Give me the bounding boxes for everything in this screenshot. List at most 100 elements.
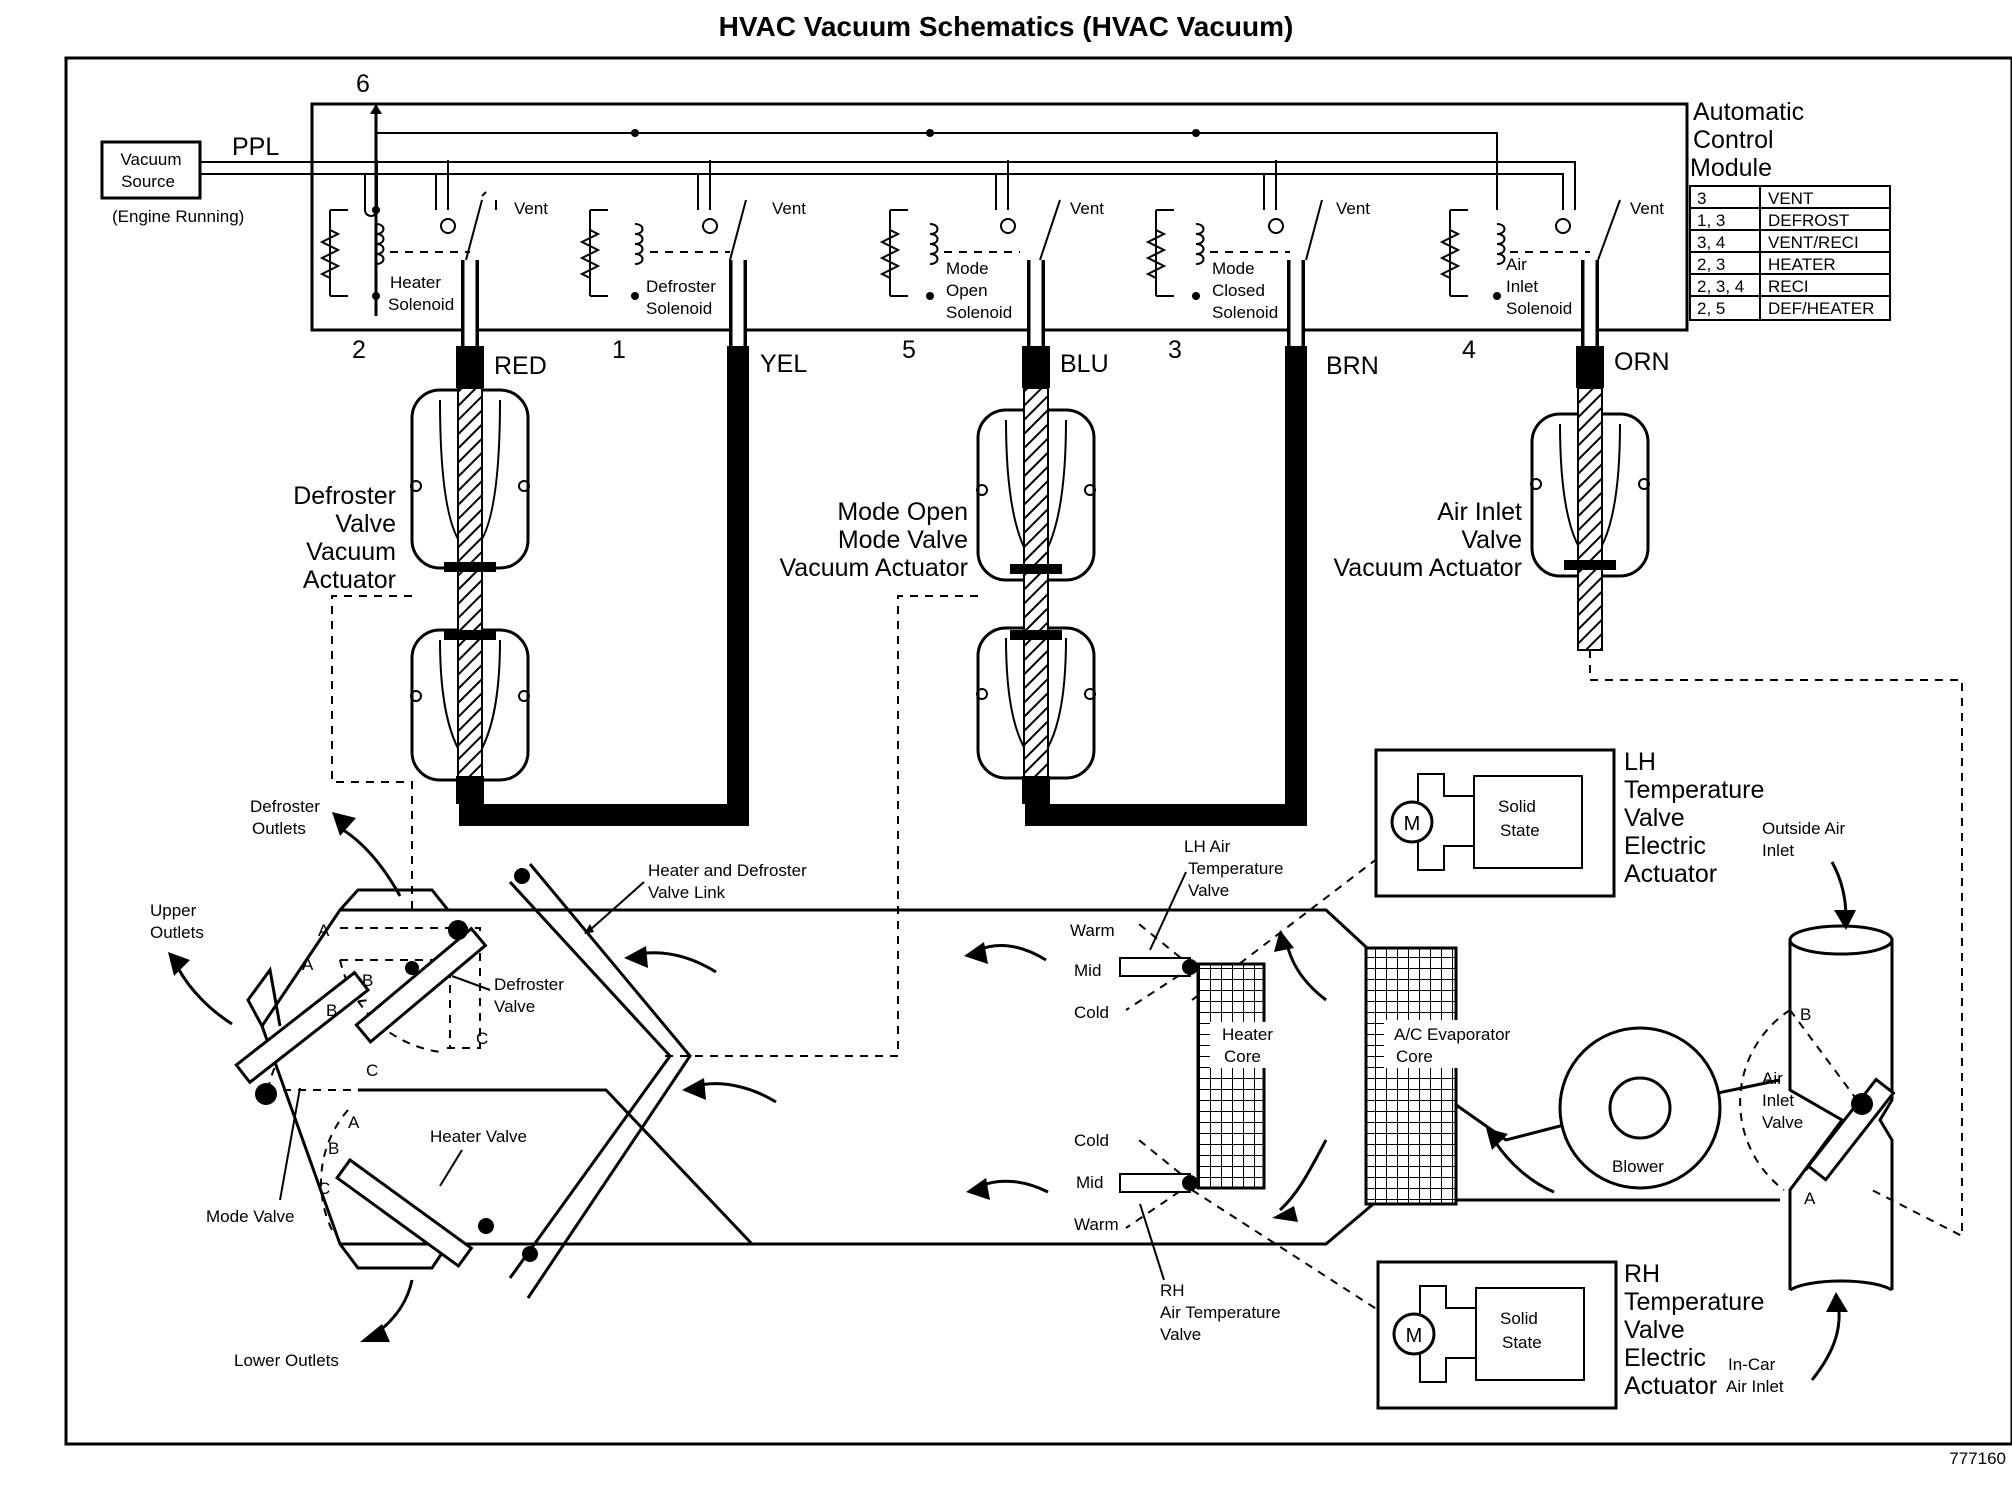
link-label-2: Valve Link (648, 883, 726, 902)
figure-number: 777160 (1949, 1449, 2006, 1468)
pos-b-3: B (328, 1139, 339, 1158)
mode-closed-solenoid-label-3: Solenoid (1212, 303, 1278, 322)
hose-orn-label: ORN (1614, 348, 1670, 376)
lower-outlets-label: Lower Outlets (234, 1351, 339, 1370)
pos-a-3: A (348, 1113, 360, 1132)
air-inlet-duct (1788, 924, 1894, 1292)
heater-core: Heater Core (1196, 962, 1274, 1190)
mode-table-mode-4: RECI (1768, 277, 1809, 296)
diagram-title: HVAC Vacuum Schematics (HVAC Vacuum) (719, 11, 1294, 42)
mode-closed-solenoid-port: 3 (1168, 336, 1182, 364)
figure-border (64, 56, 2012, 1446)
lh-warm-label: Warm (1070, 921, 1115, 940)
mode-valve-label: Mode Valve (206, 1207, 295, 1226)
mode-open-actuator-label-2: Mode Valve (838, 526, 968, 554)
hose-yel: YEL (459, 346, 807, 826)
hose-brn: BRN (1025, 346, 1379, 826)
defroster-solenoid: Vent Defroster Solenoid 1 (581, 199, 806, 364)
heater-solenoid-port: 2 (352, 336, 366, 364)
rh-actuator-label-3: Valve (1624, 1316, 1685, 1344)
heater-valve (320, 1109, 494, 1269)
rh-electric-actuator: M Solid State RH Temperature Valve Elect… (1376, 1260, 1784, 1410)
mode-table-mode-3: HEATER (1768, 255, 1836, 274)
mode-open-solenoid-label-2: Open (946, 281, 988, 300)
lh-motor-symbol: M (1404, 813, 1421, 835)
lh-actuator-label-3: Valve (1624, 804, 1685, 832)
rh-temp-valve: Cold Mid Warm RH Air Temperature Valve (1074, 1131, 1281, 1344)
defroster-solenoid-label-2: Solenoid (646, 299, 712, 318)
rh-actuator-label-1: RH (1624, 1260, 1660, 1288)
defroster-solenoid-label-1: Defroster (646, 277, 716, 296)
air-inlet-solenoid-label-1: Air (1506, 255, 1527, 274)
lh-actuator-label-2: Temperature (1624, 776, 1764, 804)
lh-solid-state-1: Solid (1498, 797, 1536, 816)
mode-open-vacuum-actuator: Mode Open Mode Valve Vacuum Actuator (779, 387, 1096, 804)
rh-cold-label: Cold (1074, 1131, 1109, 1150)
vent-label-4: Vent (1336, 199, 1370, 218)
mode-table-ports-5: 2, 5 (1697, 299, 1725, 318)
pos-a-4: A (1804, 1189, 1816, 1208)
hose-yel-label: YEL (760, 350, 807, 378)
link-label-1: Heater and Defroster (648, 861, 807, 880)
pos-c-3: C (318, 1179, 330, 1198)
defroster-actuator-label-4: Actuator (303, 566, 396, 594)
vent-label-3: Vent (1070, 199, 1104, 218)
airflow-arrows (168, 812, 1856, 1381)
air-inlet-solenoid-label-2: Inlet (1506, 277, 1538, 296)
lh-air-temp-label-1: LH Air (1184, 837, 1231, 856)
defroster-solenoid-port: 1 (612, 336, 626, 364)
lh-actuator-label-5: Actuator (1624, 860, 1717, 888)
mode-open-solenoid-label-3: Solenoid (946, 303, 1012, 322)
mode-closed-solenoid: Vent Mode Closed Solenoid 3 (1147, 199, 1370, 364)
vacuum-tubes (461, 260, 1599, 346)
lh-temp-valve: Warm Mid Cold LH Air Temperature Valve (1070, 837, 1283, 1022)
mode-closed-solenoid-label-1: Mode (1212, 259, 1255, 278)
control-module-label-3: Module (1690, 154, 1772, 182)
lh-cold-label: Cold (1074, 1003, 1109, 1022)
vent-label-1: Vent (514, 199, 548, 218)
mode-open-solenoid-label-1: Mode (946, 259, 989, 278)
mode-table-ports-0: 3 (1697, 189, 1706, 208)
evaporator-label-2: Core (1396, 1047, 1433, 1066)
control-module-label-1: Automatic (1693, 98, 1804, 126)
rh-mid-label: Mid (1076, 1173, 1103, 1192)
heater-valve-label: Heater Valve (430, 1127, 527, 1146)
lh-actuator-label-1: LH (1624, 748, 1656, 776)
heater-solenoid-label-2: Solenoid (388, 295, 454, 314)
port-6-line: 6 (356, 70, 1498, 316)
in-car-label-1: In-Car (1728, 1355, 1776, 1374)
control-module-label: Automatic Control Module (1690, 98, 1804, 182)
defroster-valve-label-2: Valve (494, 997, 535, 1016)
defroster-actuator-label-2: Valve (335, 510, 396, 538)
defroster-outlets-label-2: Outlets (252, 819, 306, 838)
mode-table-mode-1: DEFROST (1768, 211, 1849, 230)
air-inlet-actuator-label-2: Valve (1461, 526, 1522, 554)
mode-valve (234, 970, 380, 1105)
defroster-valve-label-1: Defroster (494, 975, 564, 994)
mode-open-actuator-label-3: Vacuum Actuator (779, 554, 968, 582)
blower: Blower (1558, 1026, 1722, 1190)
hose-red-label: RED (494, 352, 547, 380)
hose-red: RED (456, 346, 547, 388)
defroster-actuator-label-1: Defroster (293, 482, 396, 510)
blower-label: Blower (1612, 1157, 1664, 1176)
vacuum-source-label-2: Source (121, 172, 175, 191)
outside-air-label-2: Inlet (1762, 841, 1794, 860)
control-module-box (310, 102, 1689, 332)
pos-c-1: C (476, 1029, 488, 1048)
rh-air-temp-label-1: RH (1160, 1281, 1185, 1300)
airbox-labels: Defroster Outlets Upper Outlets Lower Ou… (150, 797, 807, 1370)
air-inlet-valve-label-2: Inlet (1762, 1091, 1794, 1110)
in-car-label-2: Air Inlet (1726, 1377, 1784, 1396)
lh-actuator-label-4: Electric (1624, 832, 1706, 860)
vent-label-5: Vent (1630, 199, 1664, 218)
mode-table-ports-4: 2, 3, 4 (1697, 277, 1744, 296)
upper-outlets-label-1: Upper (150, 901, 197, 920)
vacuum-source: Vacuum Source (Engine Running) PPL (100, 133, 279, 226)
air-inlet-solenoid-port: 4 (1462, 336, 1476, 364)
heater-defroster-link (508, 863, 692, 1299)
hose-blu: BLU (1022, 346, 1109, 388)
rh-actuator-label-5: Actuator (1624, 1372, 1717, 1400)
defroster-valve (339, 920, 488, 1053)
